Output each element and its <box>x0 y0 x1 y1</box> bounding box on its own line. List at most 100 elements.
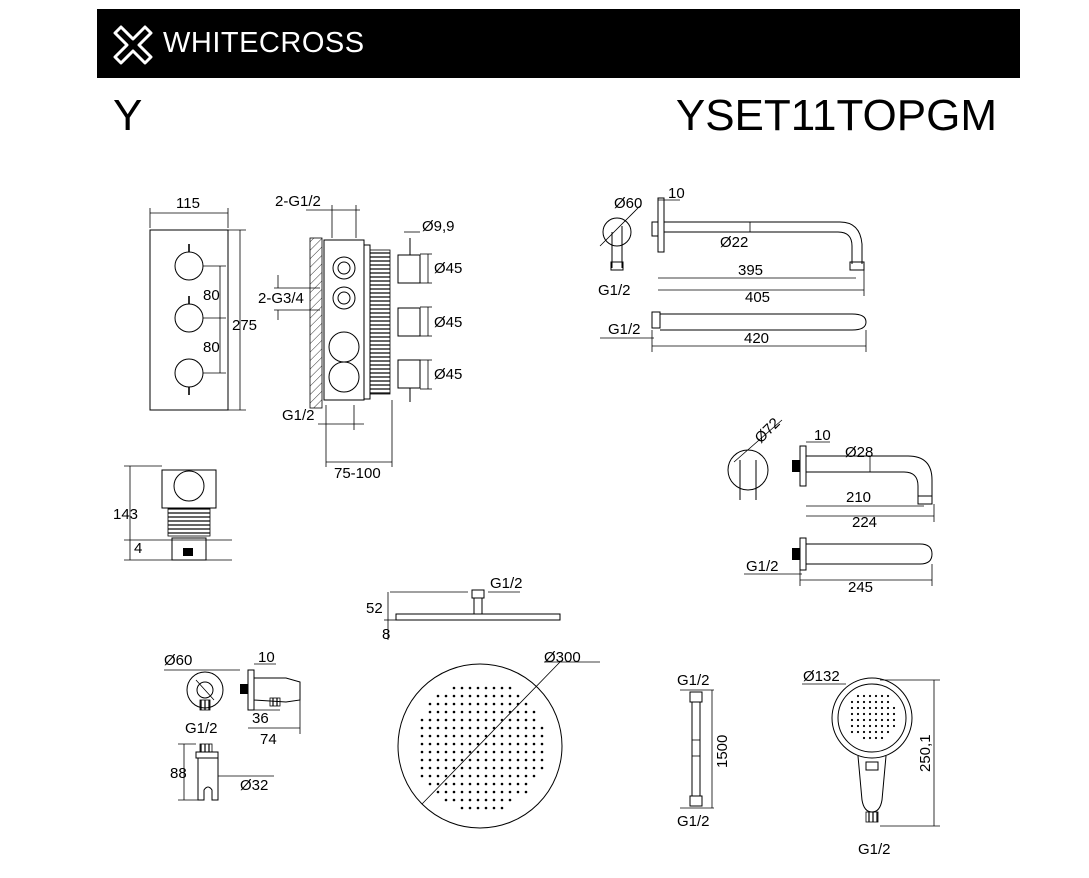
nozzle-dot <box>524 774 528 778</box>
nozzle-dot <box>460 726 464 730</box>
outlet-flange-diameter-label: Ø60 <box>164 652 192 669</box>
nozzle-dot <box>880 724 884 728</box>
nozzle-dot <box>492 726 496 730</box>
nozzle-dot <box>420 742 424 746</box>
nozzle-dot <box>484 742 488 746</box>
nozzle-dot <box>524 750 528 754</box>
nozzle-dot <box>500 798 504 802</box>
nozzle-dot <box>420 774 424 778</box>
nozzle-dot <box>460 750 464 754</box>
nozzle-dot <box>508 782 512 786</box>
nozzle-dot <box>428 782 432 786</box>
nozzle-dot <box>452 694 456 698</box>
knob-spacing-2-label: 80 <box>203 339 220 356</box>
arm-flange-diameter-label: Ø60 <box>614 195 642 212</box>
nozzle-dot <box>452 782 456 786</box>
spout-length-c-label: 245 <box>848 579 873 596</box>
nozzle-dot <box>468 774 472 778</box>
nozzle-dot <box>468 806 472 810</box>
hand-shower-thread-label: G1/2 <box>858 841 891 858</box>
nozzle-dot <box>444 766 448 770</box>
outlet-thread-label: G1/2 <box>185 720 218 737</box>
nozzle-dot <box>532 710 536 714</box>
nozzle-dot <box>436 694 440 698</box>
nozzle-dot <box>862 706 866 710</box>
nozzle-dot <box>516 718 520 722</box>
nozzle-dot <box>532 742 536 746</box>
outlet-depth-a-label: 36 <box>252 710 269 727</box>
nozzle-dot <box>484 806 488 810</box>
nozzle-dot <box>484 734 488 738</box>
nozzle-dot <box>880 718 884 722</box>
nozzle-dot <box>436 774 440 778</box>
nozzle-dot <box>880 706 884 710</box>
nozzle-dot <box>856 700 860 704</box>
valve-side-view: 2-G1/2 Ø9,9 2-G3/4 Ø45 Ø45 Ø45 G1/2 75-1… <box>258 193 462 482</box>
nozzle-dot <box>532 766 536 770</box>
nozzle-dot <box>484 774 488 778</box>
nozzle-dot <box>500 742 504 746</box>
nozzle-dot <box>850 730 854 734</box>
nozzle-dot <box>476 702 480 706</box>
nozzle-dot <box>476 766 480 770</box>
nozzle-dot <box>452 750 456 754</box>
spout-length-a-label: 210 <box>846 489 871 506</box>
brand-header: WHITECROSS <box>97 9 1020 78</box>
brand-name: WHITECROSS <box>163 27 365 59</box>
hand-shower-length-label: 250,1 <box>917 734 934 772</box>
hose-thread-bottom-label: G1/2 <box>677 813 710 830</box>
hand-shower-view: Ø132 250,1 G1/2 <box>802 668 940 858</box>
nozzle-dot <box>868 694 872 698</box>
nozzle-dot <box>484 726 488 730</box>
nozzle-dot <box>476 758 480 762</box>
nozzle-dot <box>492 734 496 738</box>
nozzle-dot <box>436 766 440 770</box>
nozzle-dot <box>856 730 860 734</box>
nozzle-dot <box>862 736 866 740</box>
arm-length-b-label: 405 <box>745 289 770 306</box>
nozzle-dot <box>452 726 456 730</box>
nozzle-dot <box>874 694 878 698</box>
nozzle-dot <box>428 734 432 738</box>
nozzle-dot <box>436 726 440 730</box>
valve-bottom-inlet-label: G1/2 <box>282 407 315 424</box>
nozzle-dot <box>436 750 440 754</box>
nozzle-dot <box>850 724 854 728</box>
nozzle-dot <box>436 742 440 746</box>
rain-head-thickness-label: 8 <box>382 626 390 643</box>
nozzle-dot <box>508 694 512 698</box>
nozzle-dot <box>862 712 866 716</box>
panel-height-label: 275 <box>232 317 257 334</box>
nozzle-dot <box>476 734 480 738</box>
nozzle-dot <box>862 718 866 722</box>
nozzle-dot <box>444 758 448 762</box>
nozzle-dot <box>862 724 866 728</box>
nozzle-dot <box>880 736 884 740</box>
nozzle-dot <box>452 766 456 770</box>
nozzle-dot <box>508 726 512 730</box>
nozzle-dot <box>436 782 440 786</box>
nozzle-dot <box>862 700 866 704</box>
box-height-label: 143 <box>113 506 138 523</box>
nozzle-dot <box>524 782 528 786</box>
nozzle-dot <box>476 710 480 714</box>
nozzle-dot <box>874 706 878 710</box>
nozzle-dot <box>420 758 424 762</box>
arm-thread-b-label: G1/2 <box>608 321 641 338</box>
knob-spacing-1-label: 80 <box>203 287 220 304</box>
nozzle-dot <box>468 766 472 770</box>
nozzle-dot <box>892 712 896 716</box>
nozzle-dot <box>452 710 456 714</box>
nozzle-dot <box>492 742 496 746</box>
nozzle-dot <box>460 702 464 706</box>
nozzle-dot <box>436 702 440 706</box>
arm-length-c-label: 420 <box>744 330 769 347</box>
nozzle-dot <box>508 702 512 706</box>
valve-outlets-label: 2-G1/2 <box>275 193 321 210</box>
nozzle-dot <box>428 702 432 706</box>
nozzle-dot <box>508 766 512 770</box>
nozzle-dot <box>862 694 866 698</box>
spout-flange-depth-label: 10 <box>814 427 831 444</box>
nozzle-dot <box>452 774 456 778</box>
nozzle-dot <box>492 798 496 802</box>
